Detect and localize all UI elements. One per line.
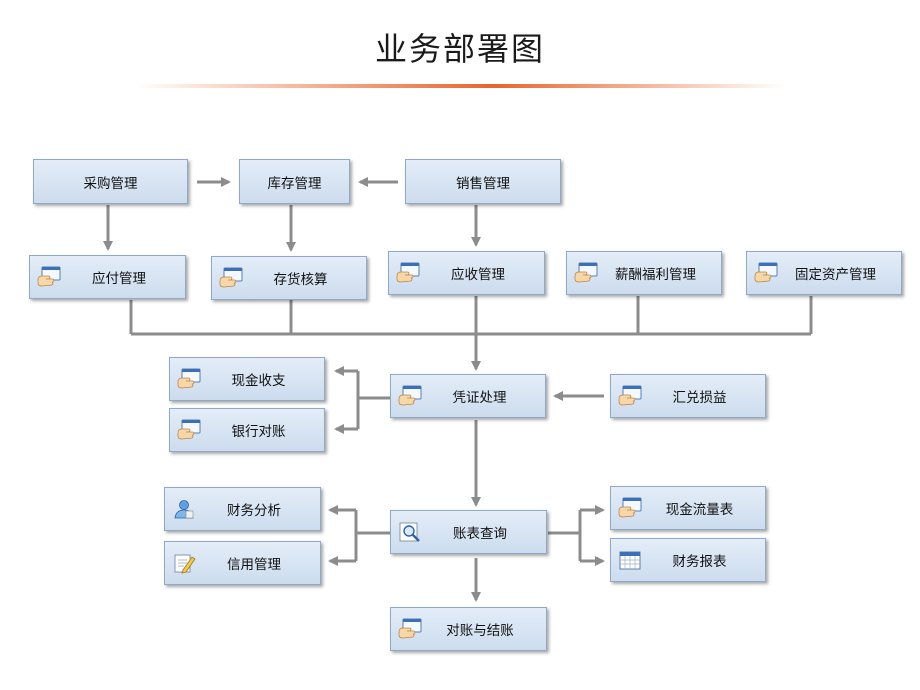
node-label: 应收管理 (451, 267, 505, 283)
node-cash-receipts-payments[interactable]: 现金收支 (169, 357, 325, 401)
node-label: 银行对账 (231, 424, 286, 440)
hand-card-icon (618, 385, 642, 406)
page-title: 业务部署图 (374, 30, 545, 68)
person-icon (174, 500, 194, 519)
pencil-note-icon (174, 554, 196, 574)
hand-card-icon (177, 419, 201, 440)
node-label: 薪酬福利管理 (615, 267, 696, 283)
hand-card-icon (37, 266, 61, 287)
node-label: 采购管理 (83, 175, 138, 192)
node-label: 信用管理 (227, 557, 281, 573)
node-exchange-gain-loss[interactable]: 汇兑损益 (610, 374, 766, 418)
node-cash-flow-statement[interactable]: 现金流量表 (610, 486, 766, 530)
node-label: 财务报表 (672, 554, 727, 570)
magnifier-icon (398, 521, 421, 543)
hand-card-icon (574, 262, 598, 283)
hand-card-icon (177, 368, 201, 389)
node-receivable-management[interactable]: 应收管理 (388, 251, 545, 295)
hand-card-icon (219, 267, 243, 288)
node-label: 销售管理 (456, 175, 510, 192)
node-label: 存货核算 (273, 272, 328, 288)
node-sales-management[interactable]: 销售管理 (405, 159, 561, 204)
node-label: 现金流量表 (665, 502, 734, 518)
node-label: 应付管理 (92, 271, 146, 287)
node-stock-accounting[interactable]: 存货核算 (211, 256, 367, 300)
node-financial-analysis[interactable]: 财务分析 (164, 487, 321, 531)
node-label: 对账与结账 (446, 623, 514, 639)
node-label: 财务分析 (227, 503, 281, 519)
hand-card-icon (754, 262, 778, 283)
node-payroll-welfare-management[interactable]: 薪酬福利管理 (566, 251, 722, 295)
node-label: 账表查询 (453, 526, 507, 542)
node-credit-management[interactable]: 信用管理 (164, 541, 321, 585)
node-inventory-management[interactable]: 库存管理 (239, 159, 350, 204)
hand-card-icon (396, 262, 420, 283)
hand-card-icon (618, 497, 642, 518)
node-reconciliation-closing[interactable]: 对账与结账 (390, 607, 547, 651)
node-fixed-asset-management[interactable]: 固定资产管理 (746, 251, 902, 295)
node-ledger-query[interactable]: 账表查询 (390, 510, 547, 554)
hand-card-icon (398, 618, 422, 639)
node-label: 现金收支 (231, 373, 286, 389)
node-bank-reconciliation[interactable]: 银行对账 (169, 408, 325, 452)
node-label: 凭证处理 (452, 390, 507, 406)
node-label: 库存管理 (267, 175, 322, 192)
node-purchase-management[interactable]: 采购管理 (33, 159, 188, 204)
node-label: 固定资产管理 (795, 267, 876, 283)
node-voucher-processing[interactable]: 凭证处理 (390, 374, 546, 418)
calendar-grid-icon (619, 551, 641, 570)
hand-card-icon (398, 385, 422, 406)
node-label: 汇兑损益 (672, 390, 727, 406)
title-underline (135, 84, 785, 88)
node-financial-reports[interactable]: 财务报表 (610, 538, 766, 582)
node-payable-management[interactable]: 应付管理 (29, 255, 186, 299)
